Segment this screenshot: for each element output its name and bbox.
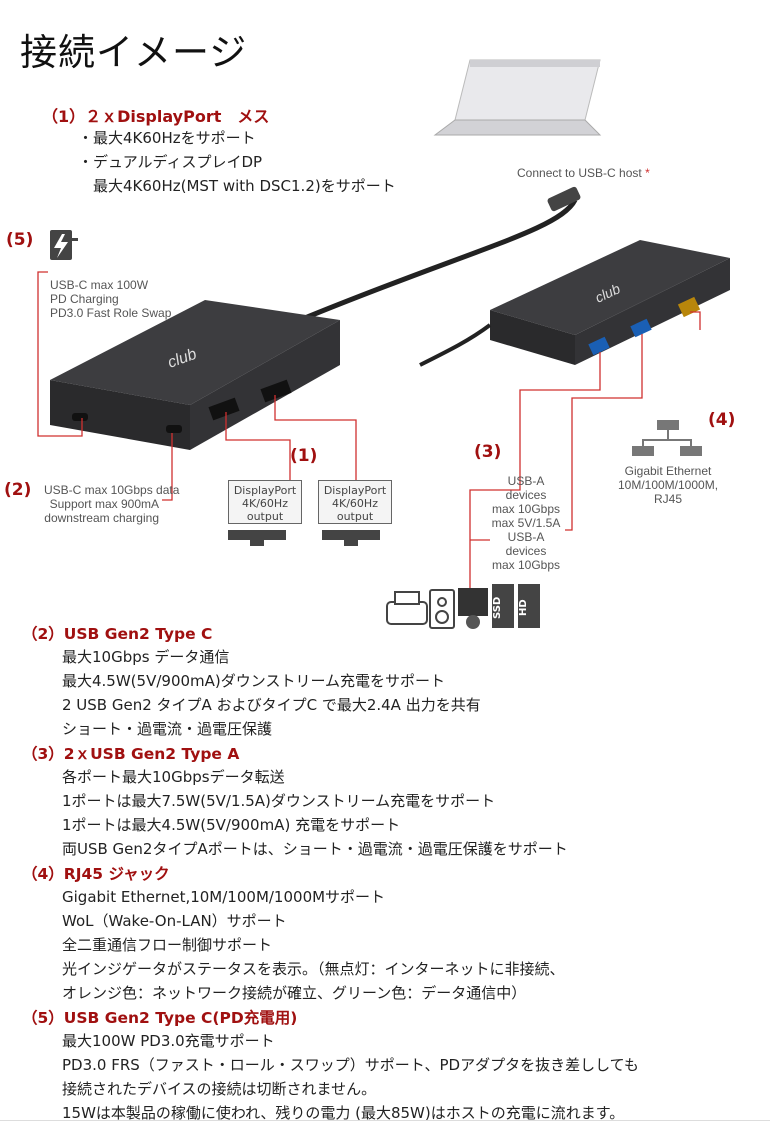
ssd-label: SSD bbox=[492, 596, 503, 620]
section-line: 最大10Gbps データ通信 bbox=[62, 648, 230, 666]
label-2-number: (2) bbox=[4, 480, 32, 500]
host-label-text: Connect to USB-C host bbox=[517, 166, 642, 180]
label-3-number: (3) bbox=[474, 442, 502, 462]
usba-1-line: max 10Gbps bbox=[491, 502, 561, 516]
section-line: WoL（Wake-On-LAN）サポート bbox=[62, 912, 287, 930]
host-mark: * bbox=[645, 166, 650, 180]
section-line: 2 USB Gen2 タイプA およびタイプC で最大2.4A 出力を共有 bbox=[62, 696, 481, 714]
section-line: 全二重通信フロー制御サポート bbox=[62, 936, 273, 954]
monitor-icon-1 bbox=[228, 530, 286, 546]
dp-port-2 bbox=[260, 379, 292, 403]
section-line: 最大4.5W(5V/900mA)ダウンストリーム充電をサポート bbox=[62, 672, 446, 690]
section-line: 1ポートは最大7.5W(5V/1.5A)ダウンストリーム充電をサポート bbox=[62, 792, 496, 810]
page-title: 接続イメージ bbox=[20, 31, 248, 74]
usb-a-port-2 bbox=[630, 318, 652, 338]
section-line: Gigabit Ethernet,10M/100M/1000Mサポート bbox=[62, 888, 386, 906]
usba-1-line: max 5V/1.5A bbox=[491, 516, 561, 530]
section-title: （4）RJ45 ジャック bbox=[22, 865, 170, 883]
optical-drive-icon bbox=[458, 588, 488, 629]
eth-line: Gigabit Ethernet bbox=[624, 464, 712, 478]
monitor-icon-2 bbox=[322, 530, 380, 546]
printer-icon bbox=[386, 591, 428, 625]
dp-box-line: output bbox=[246, 510, 284, 523]
network-icon bbox=[632, 420, 702, 456]
usba-label-2: USB-A devices max 10Gbps bbox=[488, 530, 564, 572]
label-1-number: (1) bbox=[290, 446, 318, 466]
dp-heading: （1）２ｘDisplayPort メス bbox=[42, 107, 270, 126]
callout-lines bbox=[37, 271, 701, 590]
usba-1-line: USB-A devices bbox=[505, 474, 547, 502]
dp-box-line: 4K/60Hz bbox=[242, 497, 288, 510]
usba-2-line: USB-A devices bbox=[505, 530, 547, 558]
label-2-line: USB-C max 10Gbps data bbox=[44, 483, 180, 497]
label-5-line: USB-C max 100W bbox=[50, 278, 149, 292]
dp-line-1: ・最大4K60Hzをサポート bbox=[78, 129, 256, 147]
section-line: ショート・過電流・過電圧保護 bbox=[62, 720, 273, 738]
label-2-line: downstream charging bbox=[44, 511, 159, 525]
ssd-icon bbox=[492, 584, 514, 628]
label-5-line: PD3.0 Fast Role Swap bbox=[50, 306, 172, 320]
label-2-text: USB-C max 10Gbps data Support max 900mA … bbox=[44, 483, 180, 525]
dp-port-1 bbox=[208, 397, 240, 421]
label-5-line: PD Charging bbox=[50, 292, 119, 306]
usb-c-pd-port bbox=[72, 413, 88, 421]
host-label: Connect to USB-C host * bbox=[517, 166, 650, 180]
dp-output-box-2: DisplayPort 4K/60Hz output bbox=[318, 480, 392, 524]
section-line: 接続されたデバイスの接続は切断されません。 bbox=[62, 1080, 377, 1098]
usba-2-line: max 10Gbps bbox=[491, 558, 561, 572]
laptop-illustration bbox=[433, 59, 602, 136]
section-line: 光インジゲータがステータスを表示。（無点灯：インターネットに非接続、 bbox=[62, 960, 565, 978]
dp-output-box-1: DisplayPort 4K/60Hz output bbox=[228, 480, 302, 524]
speaker-icon bbox=[429, 589, 455, 629]
hd-icon bbox=[518, 584, 540, 628]
hd-label: HD bbox=[518, 599, 529, 617]
left-hub: club bbox=[50, 300, 340, 450]
lightning-icon bbox=[50, 230, 78, 260]
bottom-divider bbox=[0, 1120, 770, 1121]
usb-c-cable bbox=[299, 198, 578, 323]
section-title: （2）USB Gen2 Type C bbox=[22, 625, 213, 643]
dp-line-2: ・デュアルディスプレイDP bbox=[78, 153, 263, 171]
section-title: （3）2ｘUSB Gen2 Type A bbox=[22, 745, 240, 763]
dp-box-line: DisplayPort bbox=[233, 484, 297, 497]
usb-c-data-port bbox=[166, 425, 182, 433]
usba-label-1: USB-A devices max 10Gbps max 5V/1.5A bbox=[488, 474, 564, 530]
right-hub: club bbox=[419, 240, 730, 367]
section-line: PD3.0 FRS（ファスト・ロール・スワップ）サポート、PDアダプタを抜き差し… bbox=[62, 1056, 639, 1074]
dp-box-line: 4K/60Hz bbox=[332, 497, 378, 510]
usb-a-port-1 bbox=[588, 336, 610, 356]
section-line: オレンジ色：ネットワーク接続が確立、グリーン色：データ通信中） bbox=[62, 984, 527, 1002]
section-line: 各ポート最大10Gbpsデータ転送 bbox=[62, 768, 285, 786]
device-icons bbox=[386, 584, 540, 629]
usb-c-plug bbox=[547, 186, 581, 212]
section-line: 15Wは本製品の稼働に使われ、残りの電力 (最大85W)はホストの充電に流れます… bbox=[62, 1104, 625, 1122]
connection-diagram: club club bbox=[37, 59, 730, 629]
section-title: （5）USB Gen2 Type C(PD充電用) bbox=[22, 1009, 298, 1027]
dp-line-3: 最大4K60Hz(MST with DSC1.2)をサポート bbox=[78, 177, 396, 195]
label-5-number: (5) bbox=[6, 230, 34, 250]
label-4-number: (4) bbox=[708, 410, 736, 430]
dp-box-line: output bbox=[336, 510, 374, 523]
section-line: 両USB Gen2タイプAポートは、ショート・過電流・過電圧保護をサポート bbox=[62, 840, 568, 858]
label-2-line: Support max 900mA bbox=[49, 497, 159, 511]
eth-line: 10M/100M/1000M, RJ45 bbox=[617, 478, 719, 506]
section-line: 1ポートは最大4.5W(5V/900mA) 充電をサポート bbox=[62, 816, 401, 834]
label-5-text: USB-C max 100W PD Charging PD3.0 Fast Ro… bbox=[50, 278, 171, 320]
section-line: 最大100W PD3.0充電サポート bbox=[62, 1032, 275, 1050]
ethernet-label: Gigabit Ethernet 10M/100M/1000M, RJ45 bbox=[606, 464, 730, 506]
dp-box-line: DisplayPort bbox=[323, 484, 387, 497]
